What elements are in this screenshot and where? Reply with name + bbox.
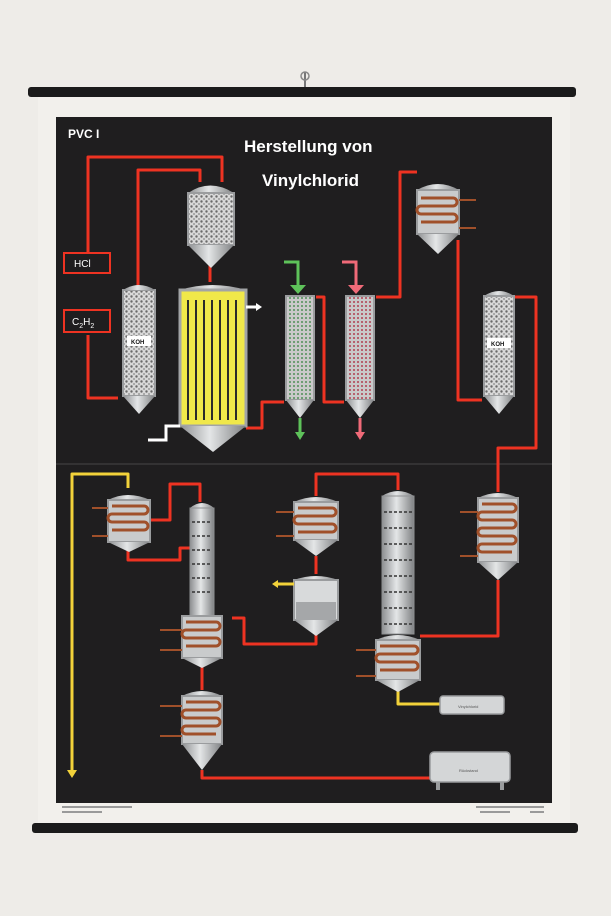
svg-text:HCl: HCl: [74, 259, 91, 270]
wash-column-red: [342, 260, 375, 440]
poster-code: PVC I: [68, 127, 99, 141]
svg-text:KOH: KOH: [491, 342, 504, 348]
residue-tank: Rückstand: [429, 751, 511, 790]
svg-text:Vinylchlorid: Vinylchlorid: [458, 704, 478, 709]
poster-title-line-2: Vinylchlorid: [262, 171, 359, 190]
tube-reactor: [148, 285, 262, 452]
cooler-top-right: [415, 184, 476, 254]
footer-fine-print: [62, 806, 544, 813]
distillation-column-right: [356, 491, 421, 692]
pipes-top: [86, 155, 538, 492]
distillation-column-left: [160, 503, 223, 668]
yellow-outlet-arrow: [67, 770, 77, 778]
wall-hook: [300, 71, 310, 88]
separator-vessel: [272, 576, 339, 636]
koh-dryer-right: KOH: [483, 291, 515, 414]
product-tank-vinylchlorid: Vinylchlorid: [439, 695, 505, 715]
c2h2-feed-box: C2H2: [63, 309, 111, 333]
hcl-feed-box: HCl: [63, 252, 111, 274]
svg-text:C2H2: C2H2: [72, 317, 94, 330]
wash-column-green: [284, 260, 315, 440]
exchanger-small-left: [92, 495, 151, 552]
poster-title-line-1: Herstellung von: [244, 137, 372, 156]
condenser-middle: [276, 497, 339, 556]
bottom-rod: [32, 823, 578, 833]
svg-text:KOH: KOH: [131, 340, 144, 346]
svg-text:Rückstand: Rückstand: [459, 768, 478, 773]
exchanger-bottom-left: [160, 691, 223, 770]
koh-dryer-left: KOH: [122, 285, 156, 414]
exchanger-right: [460, 493, 519, 580]
mixer-hopper: [187, 185, 235, 268]
pipes-bottom: [70, 472, 500, 780]
top-rod: [28, 87, 576, 97]
